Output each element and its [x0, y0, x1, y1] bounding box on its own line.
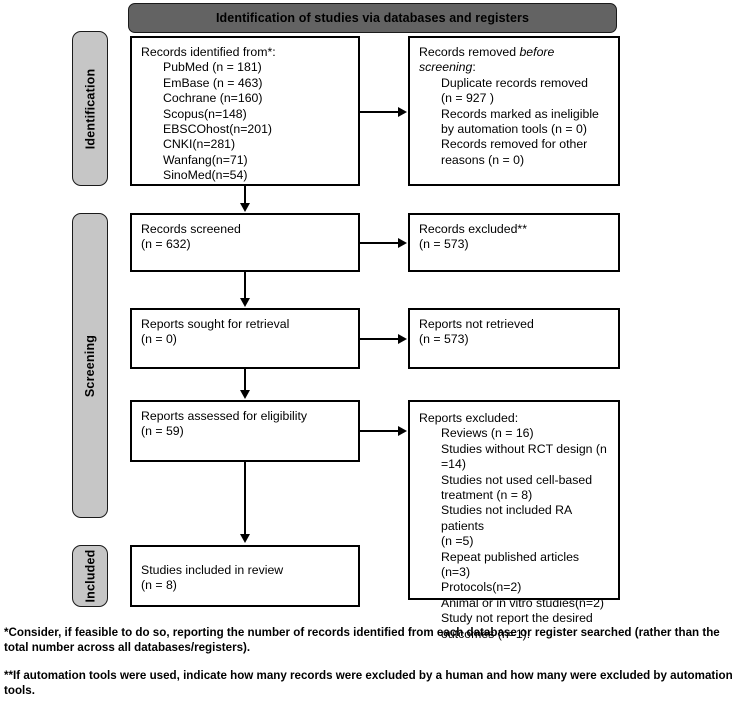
stage-bar-included: Included	[72, 545, 108, 607]
arrow-down-icon	[239, 298, 250, 307]
box-title-italic: before screening	[419, 45, 558, 75]
phase-banner-identification: Identification of studies via databases …	[128, 3, 617, 33]
connector-sought-to-assessed	[244, 369, 246, 391]
box-count: (n = 573)	[419, 237, 469, 252]
box-item: Study not report the desired	[441, 611, 593, 626]
arrow-down-icon	[239, 203, 250, 212]
box-item: by automation tools (n = 0)	[441, 122, 587, 137]
box-item: (n =5)	[441, 534, 474, 549]
arrow-down-icon	[239, 390, 250, 399]
box-item: Protocols(n=2)	[441, 580, 522, 595]
box-item: reasons (n = 0)	[441, 152, 525, 167]
box-item: (n = 927 )	[441, 91, 494, 106]
connector-screened-to-sought	[244, 272, 246, 299]
box-item: Scopus(n=148)	[163, 106, 247, 121]
box-title: Records excluded**	[419, 222, 528, 236]
connector-sought-to-not-retrieved	[360, 338, 400, 340]
box-item: CNKI(n=281)	[163, 137, 236, 152]
box-item: Studies without RCT design (n	[441, 441, 607, 456]
box-title: Reports sought for retrieval	[141, 317, 290, 331]
arrow-right-icon	[398, 425, 407, 436]
arrow-down-icon	[239, 534, 250, 543]
box-item: SinoMed(n=54)	[163, 168, 248, 183]
connector-identified-to-removed	[360, 111, 400, 113]
box-item: Reviews (n = 16)	[441, 426, 534, 441]
connector-screened-to-excluded	[360, 242, 400, 244]
connector-assessed-to-included	[244, 462, 246, 535]
box-item: EBSCOhost(n=201)	[163, 122, 273, 137]
box-item: Animal or in vitro studies(n=2)	[441, 595, 604, 610]
box-reports-sought: Reports sought for retrieval (n = 0)	[130, 308, 360, 369]
box-count: (n = 573)	[419, 332, 469, 347]
box-title: Studies included in review	[141, 563, 284, 577]
box-records-excluded: Records excluded** (n = 573)	[408, 213, 620, 272]
box-item: Repeat published articles (n=3)	[441, 549, 583, 580]
box-reports-assessed: Reports assessed for eligibility (n = 59…	[130, 400, 360, 462]
box-title-post: :	[472, 60, 476, 75]
arrow-right-icon	[398, 106, 407, 117]
box-item: Studies not used cell-based	[441, 472, 593, 487]
box-title: Reports excluded:	[419, 411, 519, 425]
connector-assessed-to-reports-excluded	[360, 430, 400, 432]
stage-label-screening: Screening	[83, 334, 97, 397]
connector-identified-to-screened	[244, 186, 246, 204]
box-item: =14)	[441, 457, 466, 472]
footnote-automation-tools: **If automation tools were used, indicat…	[4, 669, 733, 697]
box-reports-excluded-detail: Reports excluded: Reviews (n = 16) Studi…	[408, 400, 620, 641]
stage-label-included: Included	[83, 549, 97, 603]
box-reports-not-retrieved: Reports not retrieved (n = 573)	[408, 308, 620, 369]
box-item: EmBase (n = 463)	[163, 75, 263, 90]
box-title: Records screened	[141, 222, 241, 236]
box-count: (n = 632)	[141, 237, 191, 252]
box-item: Records removed for other	[441, 137, 588, 152]
stage-label-identification: Identification	[83, 68, 98, 149]
box-title: Reports not retrieved	[419, 317, 534, 331]
box-item: Duplicate records removed	[441, 75, 588, 90]
box-item: treatment (n = 8)	[441, 488, 533, 503]
box-records-removed: Records removed before screening: Duplic…	[408, 36, 620, 186]
box-records-screened: Records screened (n = 632)	[130, 213, 360, 272]
box-item: Records marked as ineligible	[441, 106, 599, 121]
box-title: Records removed before screening:	[419, 45, 609, 76]
arrow-right-icon	[398, 333, 407, 344]
footnote-consider: *Consider, if feasible to do so, reporti…	[4, 626, 720, 654]
box-item: Cochrane (n=160)	[163, 91, 263, 106]
box-item: PubMed (n = 181)	[163, 60, 262, 75]
box-studies-included: Studies included in review (n = 8)	[130, 545, 360, 607]
box-title: Reports assessed for eligibility	[141, 409, 308, 423]
box-title-pre: Records removed	[419, 45, 520, 59]
box-item: Wanfang(n=71)	[163, 152, 248, 167]
box-count: (n = 0)	[141, 332, 177, 347]
box-item: Studies not included RA patients	[441, 503, 575, 533]
box-count: (n = 59)	[141, 424, 184, 439]
box-records-identified: Records identified from*: PubMed (n = 18…	[130, 36, 360, 186]
stage-bar-screening: Screening	[72, 213, 108, 518]
stage-bar-identification: Identification	[72, 31, 108, 186]
box-item: outcomes (n=1).	[441, 626, 531, 641]
arrow-right-icon	[398, 237, 407, 248]
box-count: (n = 8)	[141, 578, 177, 593]
phase-banner-label: Identification of studies via databases …	[215, 11, 530, 25]
box-title: Records identified from*:	[141, 45, 276, 59]
